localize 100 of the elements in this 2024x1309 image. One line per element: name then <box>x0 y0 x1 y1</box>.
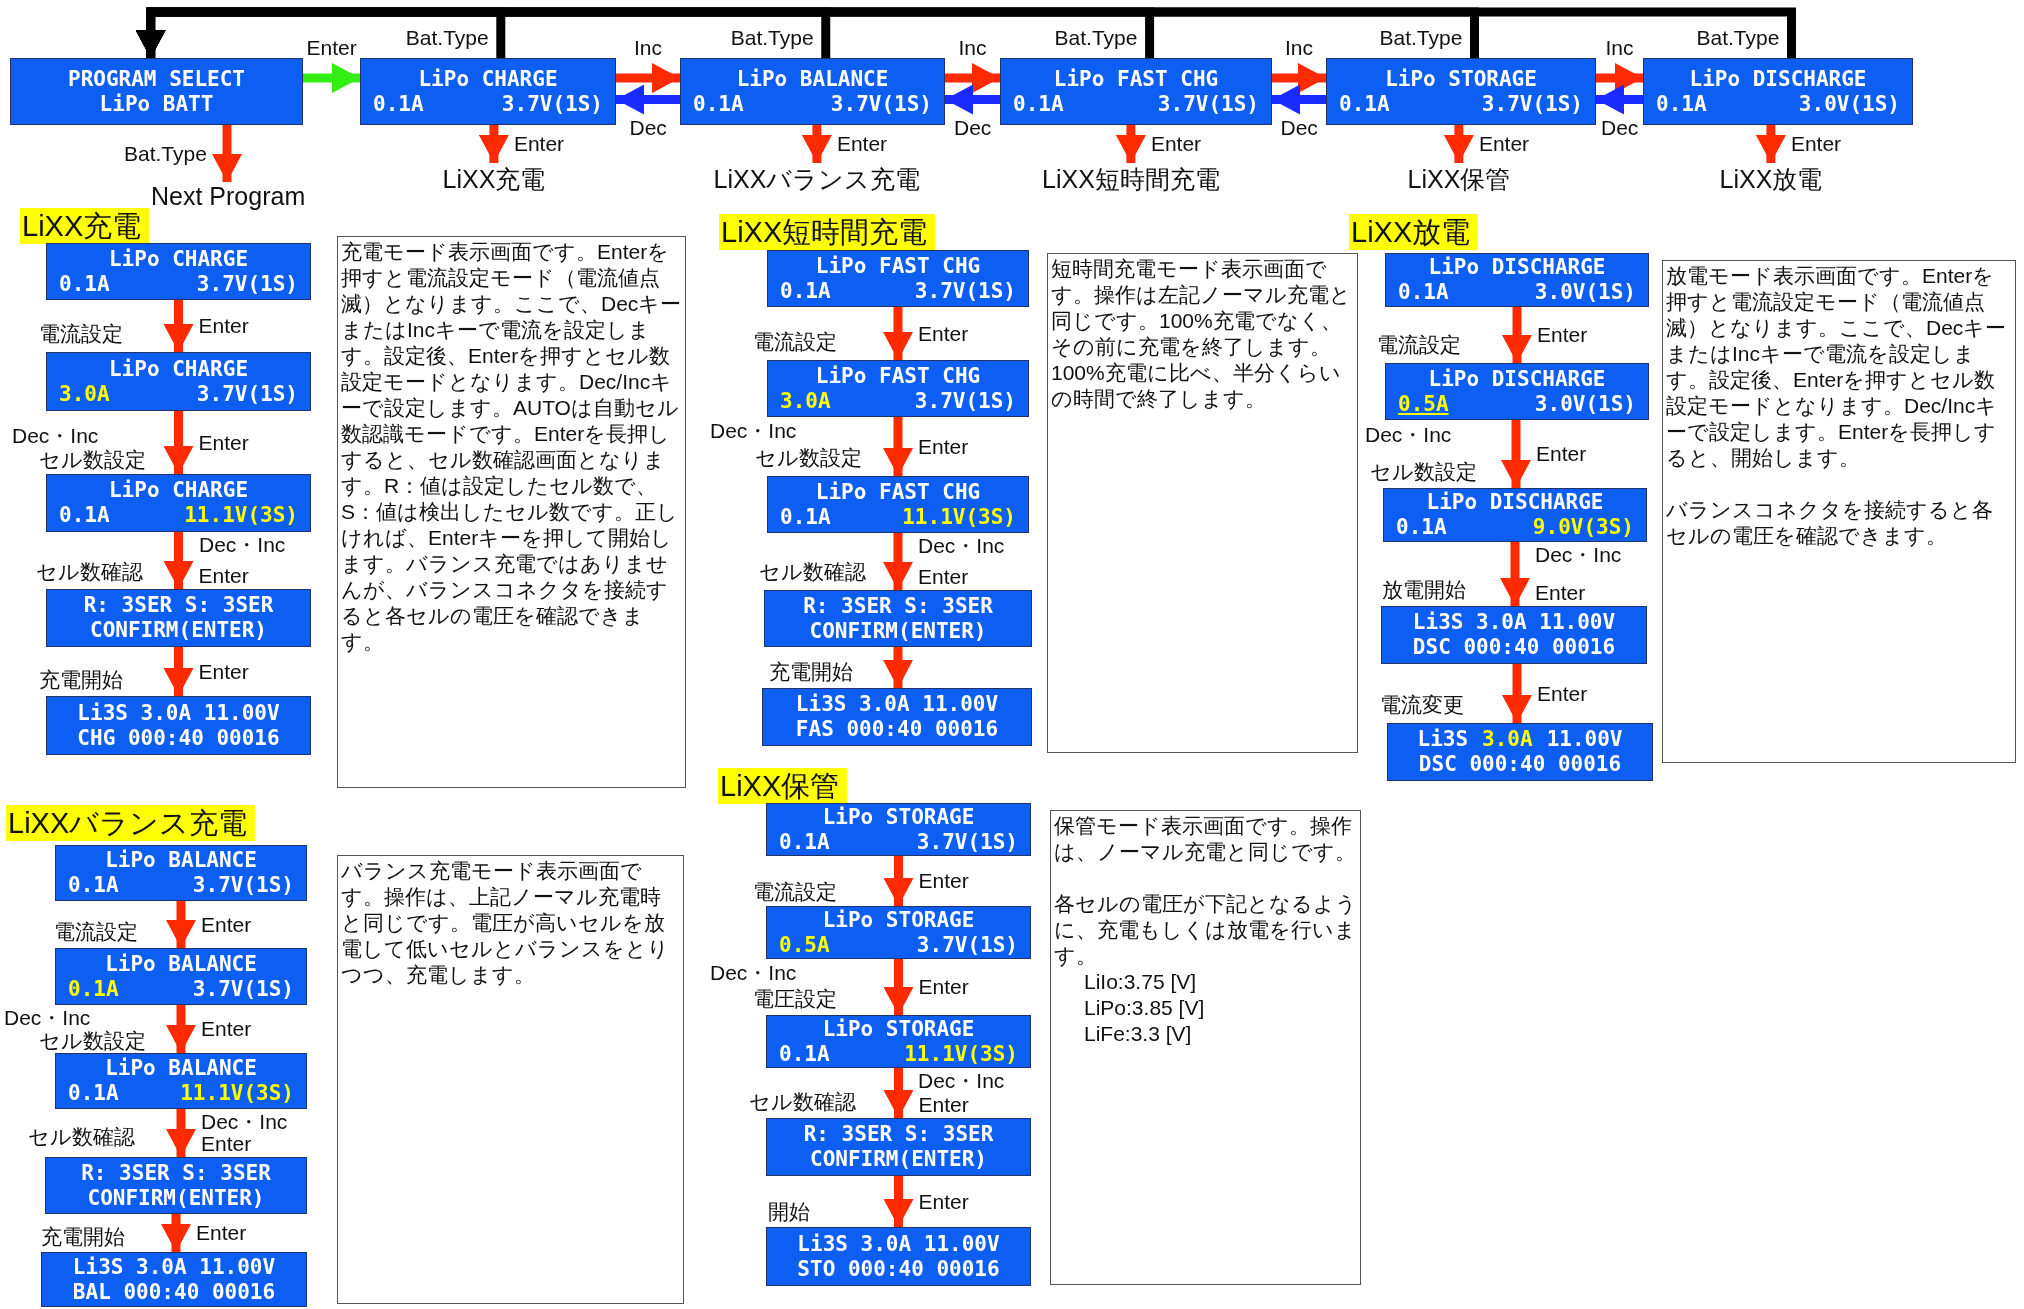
screen-text: R: 3SER S: 3SER <box>83 593 274 618</box>
caption-text: 開始 <box>768 1200 810 1224</box>
caption-text: 電流設定 <box>1377 333 1461 357</box>
caption-text: Dec・Inc <box>918 1069 1005 1093</box>
caption-text: 電流設定 <box>753 880 837 904</box>
lcd-screen <box>1387 723 1653 781</box>
screen-text: 0.1A <box>68 976 119 1002</box>
screen-text: 3.7V(1S) <box>196 381 298 407</box>
screen-text: 3.7V(1S) <box>196 271 298 297</box>
lcd-screen <box>766 1227 1031 1286</box>
screen-text: Li3S 3.0A 11.00V <box>72 1254 276 1280</box>
screen-text: 3.7V(1S) <box>916 932 1018 958</box>
screen-text: 3.7V(1S) <box>1481 91 1583 117</box>
caption-text: Dec・Inc <box>1365 423 1452 447</box>
arrow <box>1115 125 1146 163</box>
lcd-screen <box>55 845 307 901</box>
description-box <box>1050 810 1361 1285</box>
arrow <box>1755 125 1786 163</box>
caption-text: Dec・Inc <box>1535 543 1622 567</box>
description-text: LiPo:3.85 [V] <box>1083 995 1206 1021</box>
screen-text: LiPo BATT <box>99 91 214 117</box>
lcd-screen <box>46 243 311 300</box>
screen-text: LiPo DISCHARGE <box>1428 366 1606 392</box>
screen-text: DSC 000:40 00016 <box>1418 752 1622 777</box>
screen-text: Li3S 3.0A 11.00V <box>77 700 280 726</box>
description-text: LiIo:3.75 [V] <box>1083 969 1198 995</box>
screen-text: Li3S 3.0A 11.00V <box>795 692 999 717</box>
description-text: 保管モード表示画面です。操作は、ノーマル充電と同じです。 <box>1054 813 1357 865</box>
screen-text: R: 3SER S: 3SER <box>803 1122 994 1147</box>
lcd-screen <box>1385 363 1649 420</box>
screen-text: 9.0V(3S) <box>1532 515 1634 540</box>
arrow <box>166 901 196 948</box>
caption-text: セル数設定 <box>39 1029 146 1053</box>
caption-text: 電流設定 <box>753 330 837 354</box>
caption-text: 電圧設定 <box>753 987 837 1011</box>
screen-text: CONFIRM(ENTER) <box>87 1185 265 1211</box>
lcd-screen <box>766 906 1031 959</box>
lcd-screen <box>764 590 1032 647</box>
screen-text: 0.1A <box>693 91 744 117</box>
screen-text: 3.0V(1S) <box>1534 391 1636 417</box>
arrow <box>1596 84 1643 115</box>
screen-text: 3.7V(1S) <box>1157 91 1259 117</box>
screen-text: 3.0A <box>1482 727 1533 752</box>
screen-text: CONFIRM(ENTER) <box>809 618 987 644</box>
section-heading: LiXX充電 <box>20 208 150 244</box>
arrow <box>801 125 832 163</box>
screen-text: CHG 000:40 00016 <box>77 725 280 751</box>
caption-text: セル数確認 <box>749 1090 856 1114</box>
arrow <box>163 647 194 696</box>
caption-text: Dec・Inc <box>12 424 99 448</box>
caption-text: Dec・Inc <box>918 534 1005 558</box>
screen-text: CONFIRM(ENTER) <box>90 618 267 643</box>
screen-text: LiPo DISCHARGE <box>1689 66 1867 92</box>
screen-text: 0.1A <box>1339 91 1390 117</box>
arrow <box>883 533 913 590</box>
lcd-screen <box>767 360 1029 417</box>
arrow <box>135 7 1796 58</box>
caption-text: Dec・Inc <box>710 419 797 443</box>
lcd-screen <box>766 1015 1031 1068</box>
arrow <box>883 647 913 688</box>
lcd-screen <box>762 688 1032 746</box>
caption-text: 放電開始 <box>1382 578 1466 602</box>
caption-text: Dec・Inc <box>4 1006 91 1030</box>
arrow <box>1272 84 1326 115</box>
description-box <box>1662 260 2016 763</box>
screen-text: LiPo DISCHARGE <box>1426 490 1604 515</box>
lcd-screen <box>1383 488 1647 542</box>
arrow <box>616 63 680 94</box>
caption-text: 充電開始 <box>769 660 853 684</box>
screen-text: 3.7V(1S) <box>192 873 294 898</box>
arrow <box>212 125 242 182</box>
screen-text: 0.1A <box>373 91 424 117</box>
caption-text: 電流変更 <box>1380 693 1464 717</box>
arrow <box>163 532 194 589</box>
caption-text: セル数確認 <box>759 560 866 584</box>
screen-text: Li3S 3.0A 11.00V <box>1412 610 1616 635</box>
lcd-screen <box>766 1118 1031 1176</box>
screen-text: 0.1A <box>1398 280 1449 305</box>
screen-text: 3.7V(1S) <box>916 829 1018 855</box>
arrow <box>883 1068 914 1118</box>
caption-text: Dec・Inc <box>199 533 286 557</box>
arrow <box>166 1109 196 1157</box>
screen-text: DSC 000:40 00016 <box>1412 635 1616 660</box>
screen-text: 3.7V(1S) <box>914 388 1016 414</box>
screen-text: LiPo CHARGE <box>108 246 249 272</box>
lcd-screen <box>766 803 1031 856</box>
caption-text: Dec・Inc <box>201 1110 288 1134</box>
description-text: 各セルの電圧が下記となるように、充電もしくは放電を行います。 <box>1054 891 1357 969</box>
screen-text: 3.7V(1S) <box>192 976 294 1002</box>
screen-text: BAL 000:40 00016 <box>72 1279 276 1305</box>
screen-text: 0.1A <box>1396 515 1447 540</box>
screen-text: LiPo CHARGE <box>108 478 249 503</box>
lcd-screen <box>46 474 311 532</box>
screen-text: LiPo BALANCE <box>105 848 257 873</box>
arrow <box>945 84 1000 115</box>
caption-text: セル数設定 <box>39 448 146 472</box>
arrow <box>1443 125 1474 163</box>
screen-text: STO 000:40 00016 <box>797 1256 1000 1282</box>
screen-text: LiPo STORAGE <box>822 1016 975 1042</box>
screen-text: LiPo BALANCE <box>105 1056 257 1081</box>
